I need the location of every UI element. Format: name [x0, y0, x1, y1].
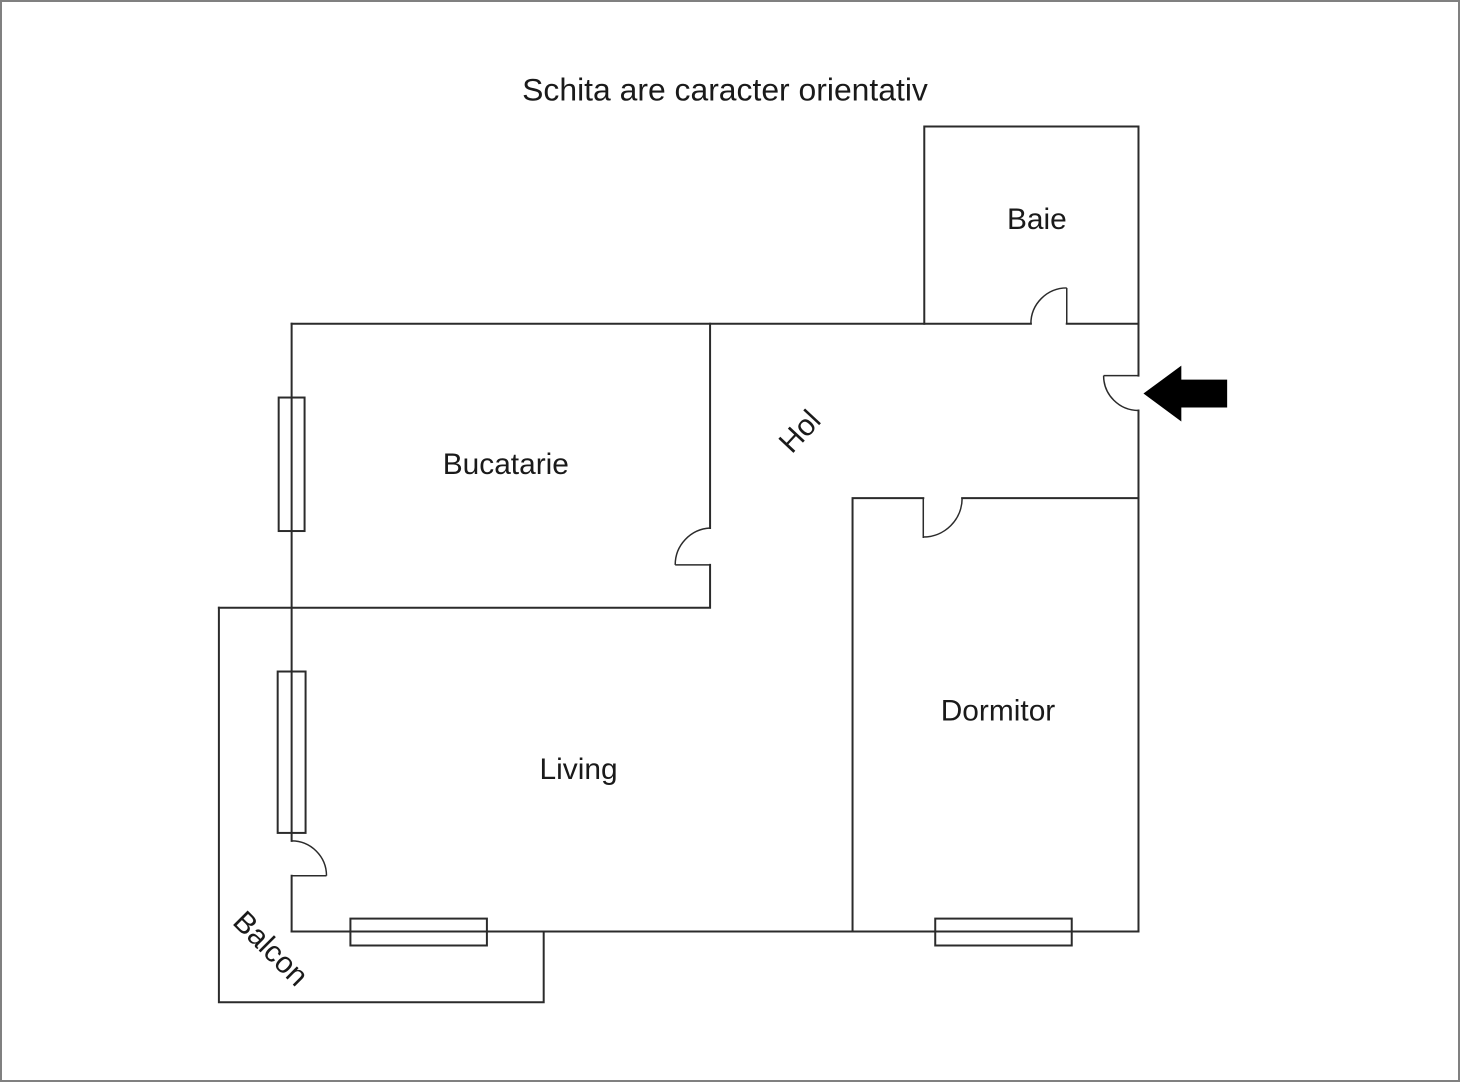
arrow-left-icon	[1143, 365, 1228, 422]
doors	[291, 287, 1139, 877]
wall-dormitor	[851, 497, 1140, 933]
door-dormitor	[922, 498, 963, 539]
door-baie	[1030, 287, 1068, 324]
door-entrance-swing-arc	[1102, 375, 1139, 412]
room-label-balcon: Balcon	[226, 905, 314, 993]
room-label-dormitor: Dormitor	[941, 694, 1056, 727]
window-living-bottom	[349, 917, 488, 947]
door-entrance	[1102, 374, 1139, 412]
windows	[276, 396, 1073, 947]
walls	[217, 125, 1140, 1004]
room-label-living: Living	[540, 753, 618, 786]
room-label-hol: Hol	[773, 404, 828, 459]
plan-title: Schita are caracter orientativ	[522, 72, 928, 108]
window-dormitor-bottom	[934, 917, 1073, 947]
door-dormitor-swing-arc	[923, 498, 963, 538]
wall-bucatarie	[217, 322, 712, 609]
door-bucatarie	[674, 527, 711, 566]
door-baie-swing-arc	[1030, 287, 1067, 324]
room-label-baie: Baie	[1007, 203, 1067, 236]
window-bucatarie	[277, 396, 306, 533]
door-balcon	[291, 840, 328, 877]
wall-balcon	[217, 606, 545, 1004]
door-balcon-swing-arc	[291, 840, 328, 876]
door-bucatarie-swing-arc	[674, 527, 711, 565]
wall-baie	[923, 125, 1140, 325]
window-living-left	[276, 670, 307, 834]
room-label-bucatarie: Bucatarie	[443, 448, 569, 481]
